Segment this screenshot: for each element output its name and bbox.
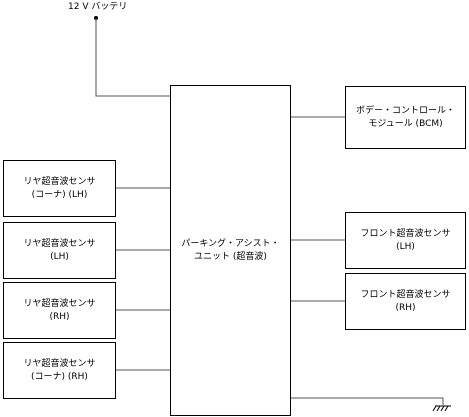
front-sensor-label: フロント超音波センサ (RH) [360, 289, 451, 313]
front-sensor-label: フロント超音波センサ (LH) [360, 228, 451, 252]
bcm-box: ボデー・コントロール・ モジュール (BCM) [345, 86, 466, 149]
battery-wire [95, 18, 170, 97]
rear-sensor-label: リヤ超音波センサ (コーナ) (LH) [23, 176, 96, 200]
rear-sensor-label: リヤ超音波センサ (コーナ) (RH) [23, 358, 96, 382]
ground-wire [290, 397, 444, 405]
front-sensor-rh: フロント超音波センサ (RH) [345, 273, 466, 330]
rear-sensor-label: リヤ超音波センサ (RH) [23, 298, 96, 322]
rear-sensor-corner-rh: リヤ超音波センサ (コーナ) (RH) [3, 342, 116, 399]
rear-sensor-corner-lh: リヤ超音波センサ (コーナ) (LH) [3, 160, 116, 217]
front-sensor-lh: フロント超音波センサ (LH) [345, 212, 466, 269]
parking-assist-unit-label: パーキング・アシスト・ ユニット (超音波) [181, 238, 280, 262]
rear-sensor-lh: リヤ超音波センサ (LH) [3, 222, 116, 279]
bcm-label: ボデー・コントロール・ モジュール (BCM) [355, 105, 455, 129]
rear-sensor-label: リヤ超音波センサ (LH) [23, 238, 96, 262]
ground-icon [432, 405, 451, 412]
battery-label: 12 V バッテリ [68, 2, 128, 12]
rear-sensor-rh: リヤ超音波センサ (RH) [3, 282, 116, 339]
parking-assist-unit: パーキング・アシスト・ ユニット (超音波) [170, 85, 291, 416]
